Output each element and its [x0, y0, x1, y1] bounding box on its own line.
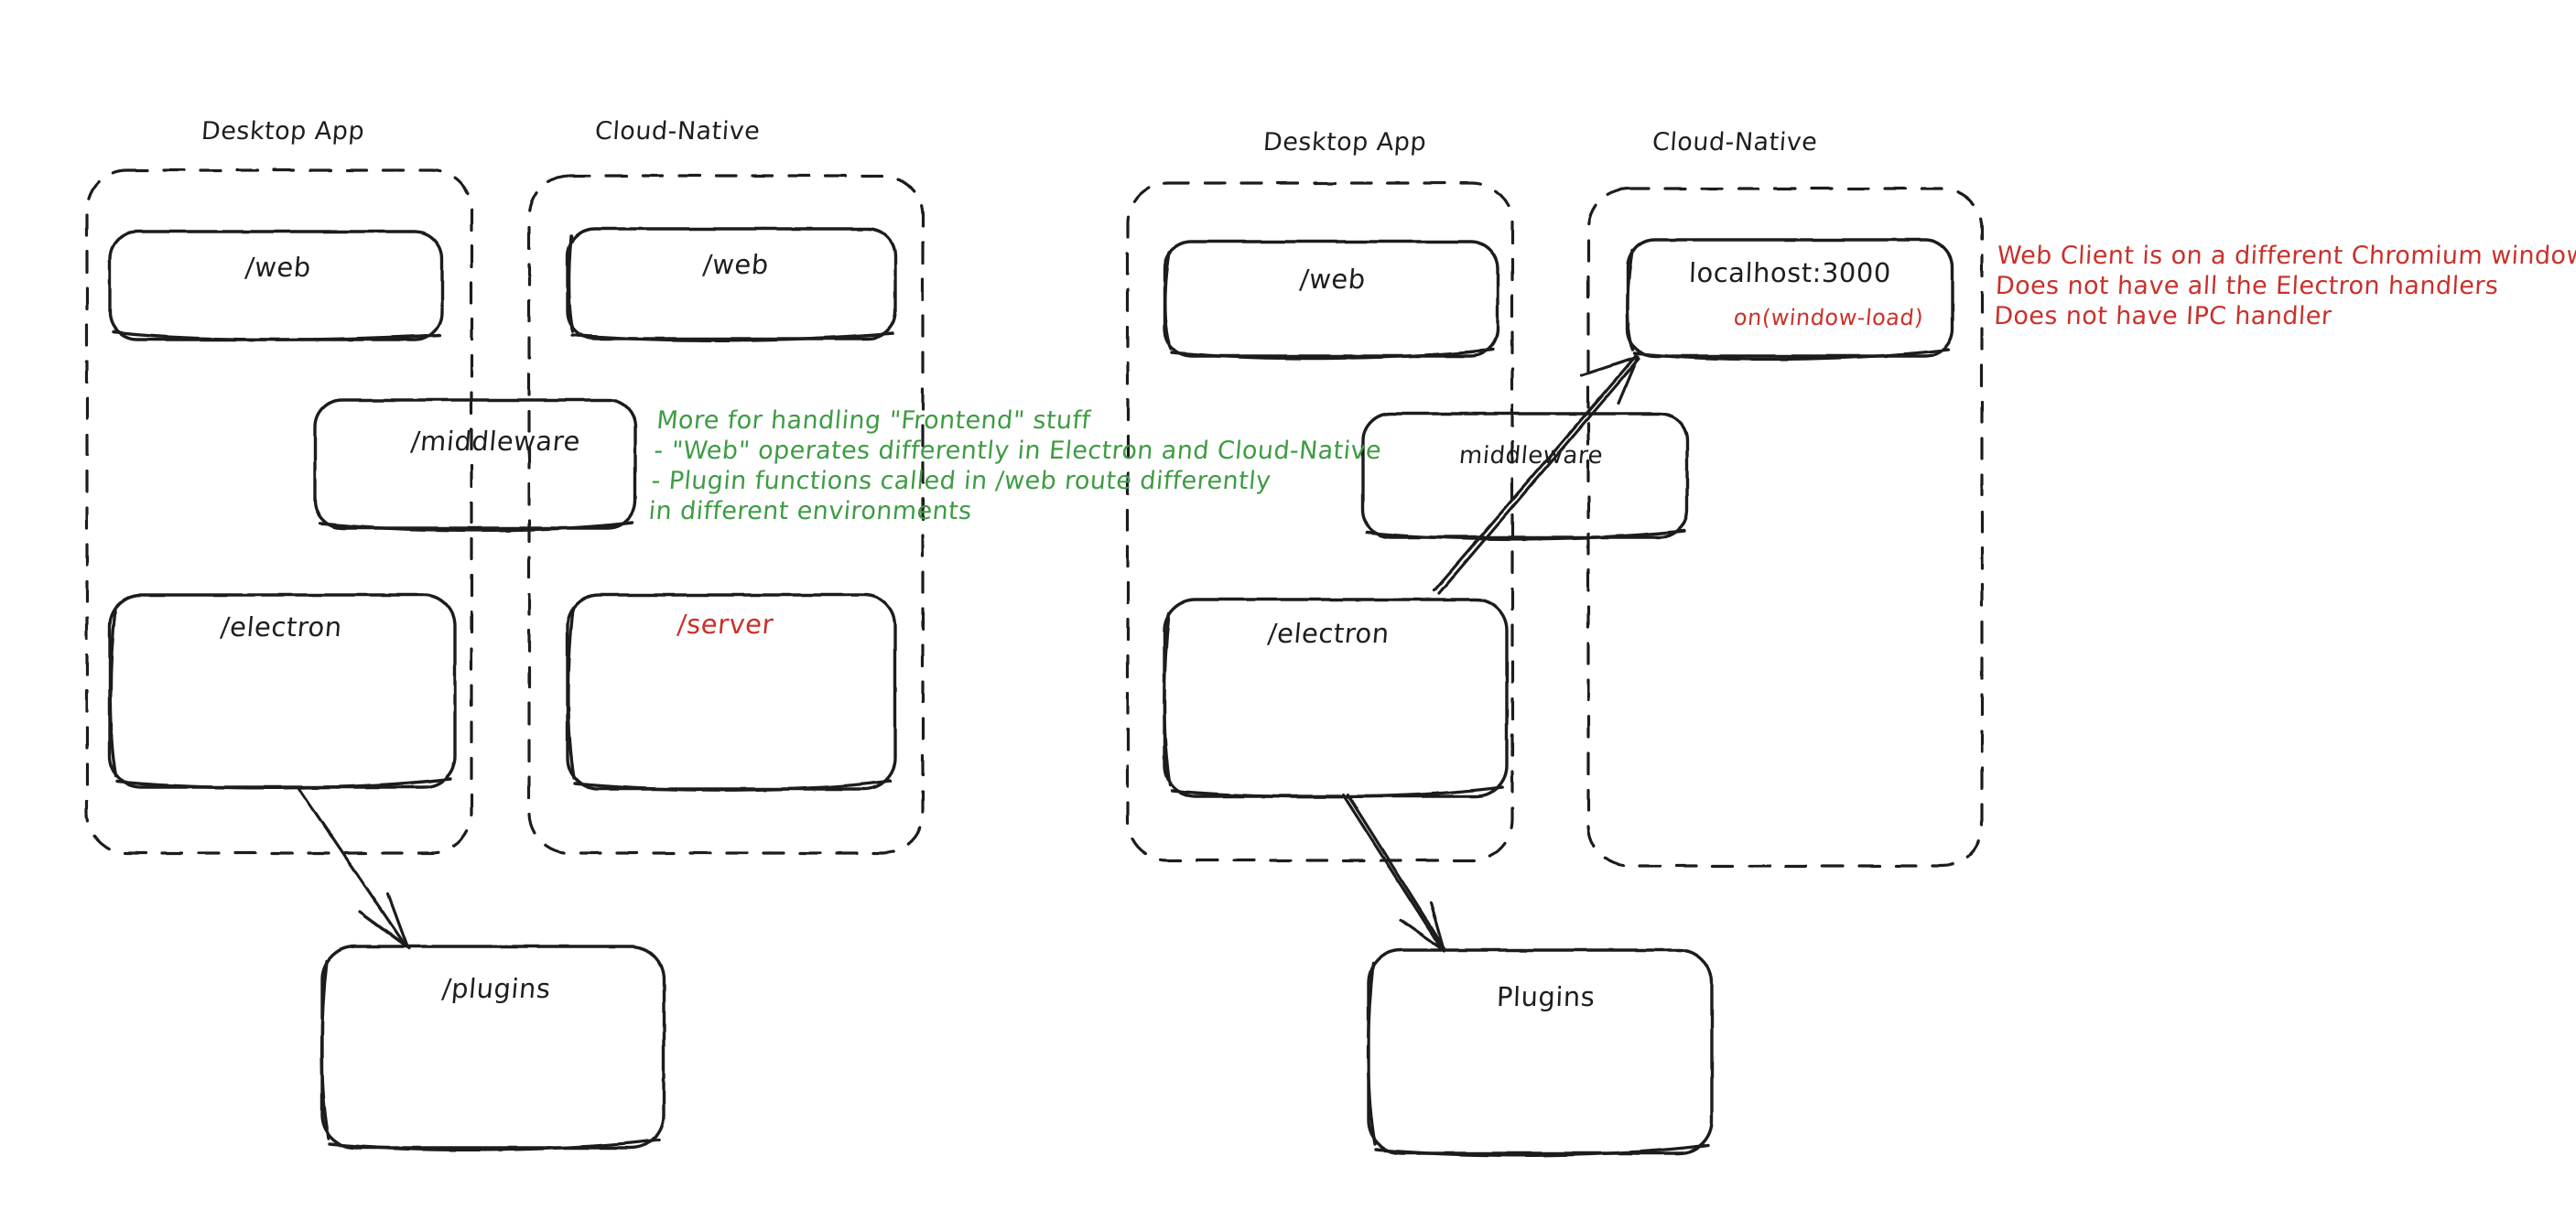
node-label-left-middleware: /middleware: [409, 426, 582, 457]
annotation-frontend-note: More for handling "Frontend" stuff - "We…: [647, 406, 1383, 525]
node-sublabel-right-on-window-load: on(window-load): [1732, 305, 1925, 330]
node-left-cloud-web: [566, 227, 897, 342]
node-right-desktop-web: [1163, 240, 1499, 361]
group-right-cloud-native: [1586, 187, 1984, 868]
node-label-right-electron: /electron: [1266, 618, 1391, 649]
node-label-left-desktop-web: /web: [244, 252, 313, 283]
group-title-left-desktop-app: Desktop App: [200, 117, 366, 146]
group-title-right-cloud-native: Cloud-Native: [1651, 128, 1819, 157]
node-label-left-server: /server: [676, 609, 775, 640]
node-left-desktop-web: [108, 230, 444, 341]
node-label-right-plugins: Plugins: [1496, 981, 1596, 1012]
annotation-web-client-note: Web Client is on a different Chromium wi…: [1993, 242, 2576, 330]
node-right-middleware: [1361, 412, 1689, 541]
node-label-right-middleware: middleware: [1457, 442, 1605, 470]
group-title-left-cloud-native: Cloud-Native: [593, 117, 762, 146]
node-label-left-plugins: /plugins: [440, 973, 553, 1004]
node-label-right-desktop-web: /web: [1298, 264, 1368, 295]
node-left-middleware: [313, 398, 637, 533]
node-label-left-electron: /electron: [219, 611, 344, 643]
node-label-right-localhost: localhost:3000: [1688, 257, 1892, 288]
arrow-right-electron-to-localhost: [1433, 354, 1640, 595]
arrow-right-electron-to-plugins: [1341, 793, 1447, 953]
arrow-left-electron-to-plugins: [298, 787, 411, 950]
node-label-left-cloud-web: /web: [701, 249, 771, 280]
group-title-right-desktop-app: Desktop App: [1261, 128, 1428, 157]
